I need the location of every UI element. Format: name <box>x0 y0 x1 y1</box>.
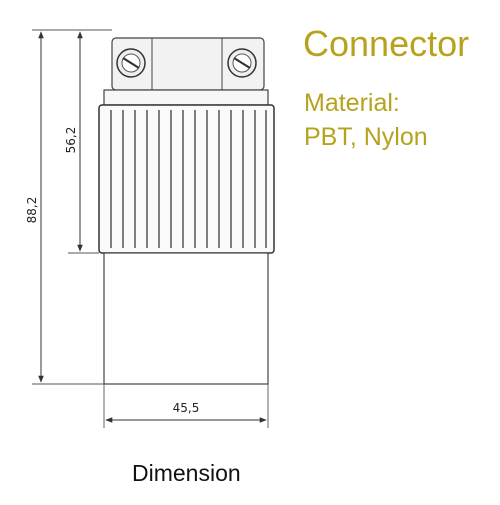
width-value: 45,5 <box>173 401 200 415</box>
width-dimension: 45,5 <box>105 401 267 423</box>
right-screw-icon <box>227 48 257 78</box>
drawing-caption: Dimension <box>132 460 241 486</box>
product-title: Connector <box>303 23 470 64</box>
material-info: Material: PBT, Nylon <box>304 86 428 154</box>
upper-height-value: 56,2 <box>64 127 78 154</box>
material-value: PBT, Nylon <box>304 123 428 151</box>
material-label: Material: <box>304 89 400 117</box>
overall-height-dimension: 88,2 <box>25 31 44 383</box>
upper-height-dimension: 56,2 <box>64 31 83 252</box>
connector-neck <box>103 89 269 106</box>
connector-body <box>103 252 269 385</box>
extension-lines <box>32 29 269 428</box>
overall-height-value: 88,2 <box>25 197 39 224</box>
ribbed-grip <box>98 104 275 254</box>
mounting-plate <box>111 37 265 91</box>
left-screw-icon <box>116 48 146 78</box>
